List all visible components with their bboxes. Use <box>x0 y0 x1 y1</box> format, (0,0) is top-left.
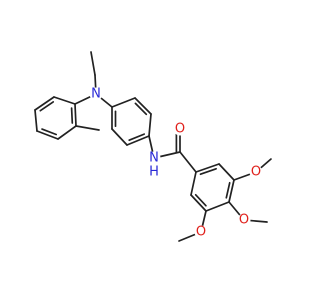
bond-c3-c4 <box>36 130 59 140</box>
bond-c8a-c8 <box>111 97 136 108</box>
bond-c2-c3 <box>34 109 38 132</box>
ring-nitrogen-label: N <box>91 87 101 102</box>
methoxy-oxygen-1-label-background <box>249 165 263 179</box>
bond-b5-b6 <box>190 194 207 212</box>
bond-b3-b4-inner <box>225 181 231 199</box>
bond-c8-c7-inner <box>134 102 148 116</box>
bond-b3-b4 <box>228 179 235 203</box>
ring-nitrogen-label-background <box>89 87 103 101</box>
methoxy-oxygen-2-label: O <box>239 213 249 228</box>
methoxy-oxygen-1-label: O <box>251 165 261 180</box>
methoxy-oxygen-3-label: O <box>196 225 206 240</box>
bond-c4-c4a <box>57 125 77 140</box>
bond-c5-c4c <box>111 128 128 146</box>
bond-c8-c7 <box>134 97 152 115</box>
bond-c1-c2 <box>34 96 55 111</box>
amide-hydrogen-label-background <box>147 165 161 179</box>
bond-b5-b6-inner <box>194 193 207 207</box>
bond-c3-c4-inner <box>41 128 58 136</box>
amide-nitrogen-label: N <box>149 151 159 166</box>
carbonyl-oxygen-label-background <box>173 122 187 136</box>
bond-cc-b1 <box>179 151 197 173</box>
bond-b4-b5 <box>205 201 230 212</box>
methoxy-oxygen-3-label-background <box>194 225 208 239</box>
amide-hydrogen-label: H <box>149 165 159 180</box>
methoxy-oxygen-2-label-background <box>237 213 251 227</box>
amide-nitrogen-label-background <box>147 151 161 165</box>
bond-et2-et1 <box>90 51 96 76</box>
bond-b6-b1 <box>190 171 197 196</box>
bond-b2-b3 <box>218 163 235 181</box>
bond-c6-c5 <box>126 135 150 146</box>
bond-c4a-c9a <box>74 103 77 127</box>
bond-c9a-c1 <box>53 96 76 105</box>
bond-c4a-c4b <box>75 125 100 131</box>
bond-b1-b2-inner <box>199 167 217 176</box>
bond-c7-c6 <box>148 113 152 137</box>
carbonyl-oxygen-label: O <box>175 122 185 137</box>
bond-layer <box>34 51 272 242</box>
bond-c6-c5-inner <box>128 133 146 142</box>
bond-c1-c2-inner <box>39 101 55 112</box>
bond-c4a-c9a-inner <box>70 107 74 124</box>
bond-b1-b2 <box>195 163 220 173</box>
